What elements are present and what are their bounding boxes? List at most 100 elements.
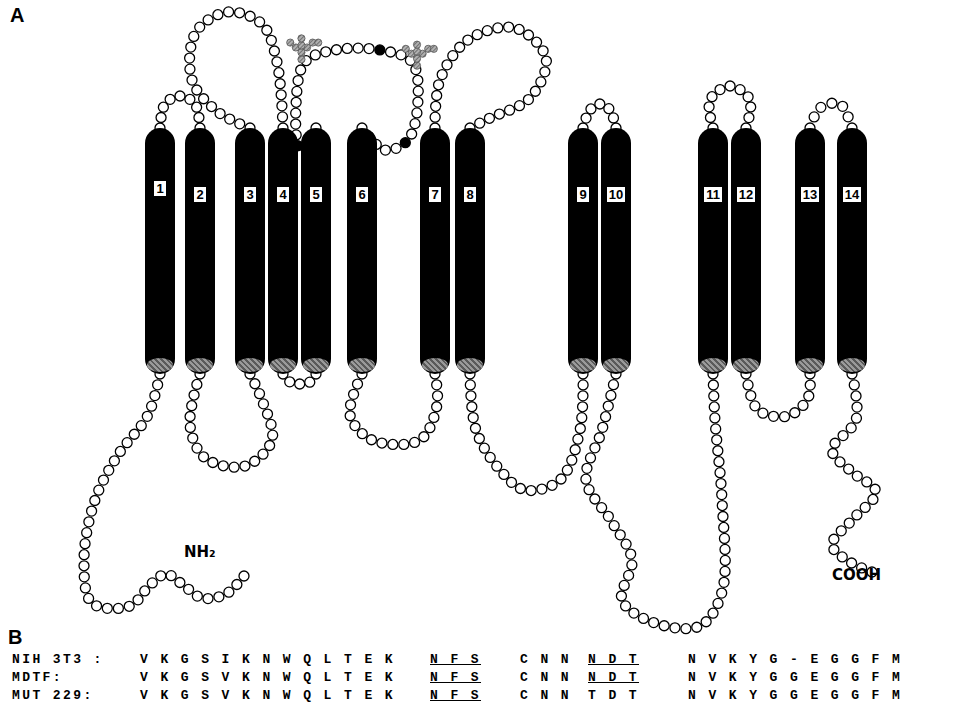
- residue-bead: [578, 402, 588, 412]
- residue-bead: [798, 400, 808, 410]
- residue-bead: [719, 533, 729, 543]
- residue-bead: [291, 119, 301, 129]
- hatched-base: [603, 358, 629, 372]
- hatched-base: [303, 358, 329, 372]
- residue-bead: [608, 113, 618, 123]
- residue-bead: [526, 486, 536, 496]
- residue-bead: [425, 423, 435, 433]
- residue-bead: [584, 485, 594, 495]
- residue-bead: [175, 91, 185, 101]
- residue-bead: [838, 431, 848, 441]
- residue-bead: [769, 411, 779, 421]
- residue-bead: [235, 119, 245, 129]
- residue-bead: [192, 379, 202, 389]
- residue-bead: [399, 439, 409, 449]
- residue-bead: [192, 443, 202, 453]
- residue-bead: [828, 448, 838, 458]
- hatched-base: [700, 358, 726, 372]
- hatched-base: [457, 358, 483, 372]
- residue-bead: [714, 457, 724, 467]
- residue-bead: [838, 101, 848, 111]
- residue-bead: [353, 43, 363, 53]
- residue-bead: [849, 380, 859, 390]
- residue-bead: [258, 399, 268, 409]
- residue-bead: [590, 494, 600, 504]
- hatched-base: [570, 358, 596, 372]
- residue-bead: [705, 113, 715, 123]
- residue-bead: [245, 11, 255, 21]
- sugar-residue: [413, 62, 420, 69]
- sugar-residue: [430, 45, 437, 52]
- residue-bead: [829, 545, 839, 555]
- residue-bead: [275, 79, 285, 89]
- residue-bead: [578, 391, 588, 401]
- residue-bead: [84, 593, 94, 603]
- residue-bead: [601, 412, 611, 422]
- residue-bead: [485, 452, 495, 462]
- residue-bead: [266, 419, 276, 429]
- helix-number: 1: [153, 180, 166, 197]
- loop-guide: [190, 12, 283, 128]
- residue-bead: [577, 413, 587, 423]
- residue-bead: [266, 35, 276, 45]
- residue-bead: [523, 95, 533, 105]
- transmembrane-helix: 14: [837, 128, 867, 374]
- residue-bead: [258, 449, 268, 459]
- residue-bead: [156, 571, 166, 581]
- residue-bead: [129, 429, 139, 439]
- sequence-segment: N V K Y G G E G G F M: [688, 670, 902, 685]
- loop-guide: [586, 374, 725, 629]
- residue-bead: [621, 601, 631, 611]
- residue-bead: [433, 391, 443, 401]
- transmembrane-helix: 11: [698, 128, 728, 374]
- residue-bead: [189, 31, 199, 41]
- residue-bead: [353, 379, 363, 389]
- residue-bead: [388, 439, 398, 449]
- residue-bead: [629, 608, 639, 618]
- residue-bead: [581, 474, 591, 484]
- residue-bead: [400, 138, 410, 148]
- residue-bead: [597, 503, 607, 513]
- residue-bead: [805, 380, 815, 390]
- residue-bead: [413, 75, 423, 85]
- loop-guide: [84, 374, 244, 609]
- residue-bead: [719, 577, 729, 587]
- sequence-segment: T D T: [588, 688, 639, 703]
- residue-bead: [188, 433, 198, 443]
- residue-bead: [540, 67, 550, 77]
- residue-bead: [827, 98, 837, 108]
- residue-bead: [142, 411, 152, 421]
- sequence-segment: N F S: [430, 652, 481, 667]
- transmembrane-helix: 10: [601, 128, 631, 374]
- residue-bead: [556, 474, 566, 484]
- panel-letter: B: [8, 626, 22, 649]
- residue-bead: [718, 512, 728, 522]
- residue-bead: [272, 57, 282, 67]
- sequence-segment: N D T: [588, 652, 639, 667]
- residue-bead: [410, 119, 420, 129]
- loop-guide: [746, 374, 810, 417]
- residue-bead: [837, 552, 847, 562]
- sugar-residue: [413, 41, 420, 48]
- residue-bead: [214, 592, 224, 602]
- terminus-label: COOH: [832, 566, 881, 584]
- residue-bead: [701, 617, 711, 627]
- residue-bead: [156, 112, 166, 122]
- residue-bead: [567, 455, 577, 465]
- residue-bead: [670, 623, 680, 633]
- residue-bead: [187, 75, 197, 85]
- residue-bead: [603, 511, 613, 521]
- residue-bead: [386, 47, 396, 57]
- residue-bead: [707, 92, 717, 102]
- residue-bead: [609, 521, 619, 531]
- loop-guide: [583, 104, 616, 128]
- sugar-residue: [287, 39, 294, 46]
- residue-bead: [711, 424, 721, 434]
- sequence-segment: N V K Y G G E G G F M: [688, 688, 902, 703]
- residue-bead: [868, 494, 878, 504]
- helix-number: 13: [800, 186, 820, 203]
- helix-number: 3: [243, 186, 256, 203]
- residue-bead: [84, 517, 94, 527]
- residue-bead: [109, 456, 119, 466]
- residue-bead: [203, 594, 213, 604]
